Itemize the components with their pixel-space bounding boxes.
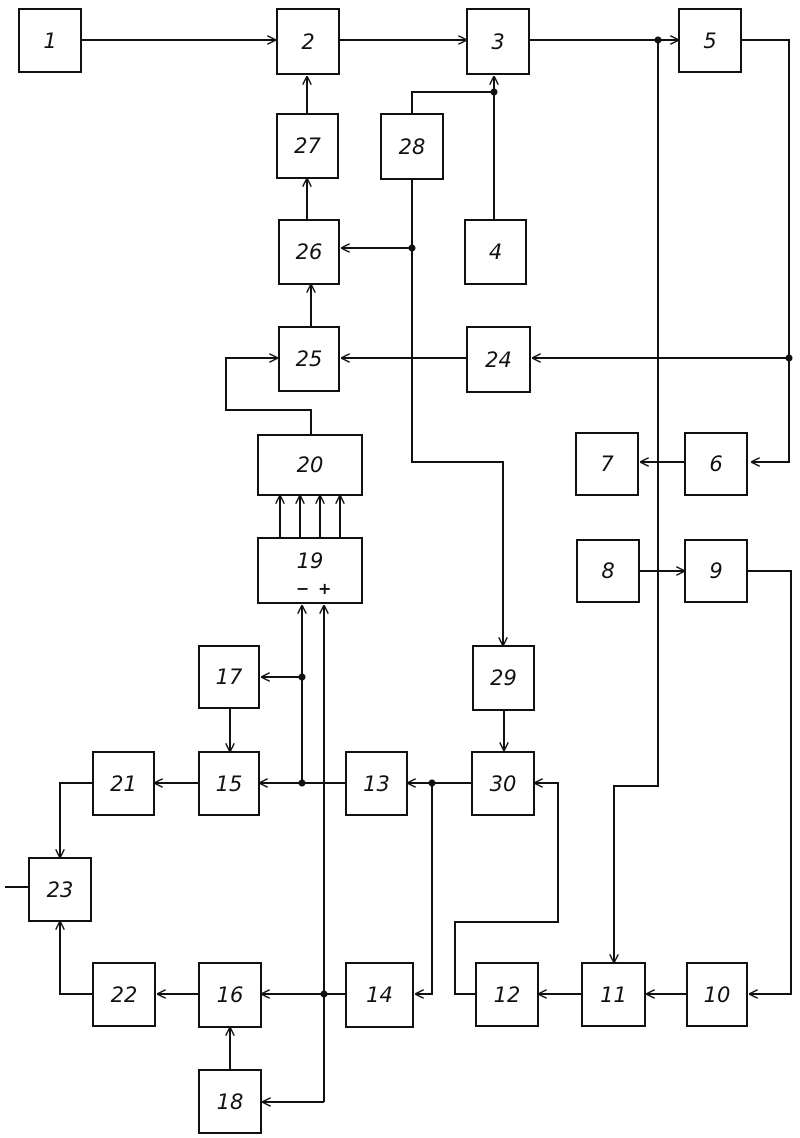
block-5: 5 bbox=[678, 8, 742, 73]
block-1: 1 bbox=[18, 8, 82, 73]
junction-dot bbox=[409, 245, 416, 252]
block-30: 30 bbox=[471, 751, 535, 816]
block-9: 9 bbox=[684, 539, 748, 603]
junction-dot bbox=[299, 780, 306, 787]
block-19-minus: − bbox=[296, 579, 309, 598]
wire-28-26 bbox=[342, 180, 412, 248]
block-2: 2 bbox=[276, 8, 340, 75]
junction-dot bbox=[786, 355, 793, 362]
block-19-label: 19 bbox=[297, 549, 324, 573]
block-15: 15 bbox=[198, 751, 260, 816]
block-14: 14 bbox=[345, 962, 414, 1028]
block-19: 19 − + bbox=[257, 537, 363, 604]
block-29: 29 bbox=[472, 645, 535, 711]
junction-dot bbox=[299, 674, 306, 681]
wire-21-23 bbox=[60, 783, 92, 857]
block-11: 11 bbox=[581, 962, 646, 1027]
junction-dot bbox=[321, 991, 328, 998]
wire-28-29 bbox=[412, 248, 503, 645]
block-13: 13 bbox=[345, 751, 408, 816]
block-7: 7 bbox=[575, 432, 639, 496]
wire-5-6 bbox=[742, 40, 789, 462]
block-27: 27 bbox=[276, 113, 339, 179]
block-25: 25 bbox=[278, 326, 340, 392]
junction-dot bbox=[655, 37, 662, 44]
block-24: 24 bbox=[466, 326, 531, 393]
block-20: 20 bbox=[257, 434, 363, 496]
junction-dot bbox=[429, 780, 436, 787]
wire-9-10 bbox=[748, 571, 791, 994]
block-21: 21 bbox=[92, 751, 155, 816]
wire-22-23 bbox=[60, 922, 92, 994]
block-22: 22 bbox=[92, 962, 156, 1027]
block-12: 12 bbox=[475, 962, 539, 1027]
block-28: 28 bbox=[380, 113, 444, 180]
block-10: 10 bbox=[686, 962, 748, 1027]
junction-dot bbox=[491, 89, 498, 96]
block-19-plus: + bbox=[318, 579, 331, 598]
wire-28-3 bbox=[412, 92, 494, 113]
wire-13-14 bbox=[416, 783, 432, 994]
block-16: 16 bbox=[198, 962, 262, 1028]
block-26: 26 bbox=[278, 219, 340, 285]
wire-3-11 bbox=[614, 40, 658, 962]
block-18: 18 bbox=[198, 1069, 262, 1134]
block-4: 4 bbox=[464, 219, 527, 285]
block-8: 8 bbox=[576, 539, 640, 603]
block-23: 23 bbox=[28, 857, 92, 922]
block-3: 3 bbox=[466, 8, 530, 75]
block-6: 6 bbox=[684, 432, 748, 496]
block-17: 17 bbox=[198, 645, 260, 709]
